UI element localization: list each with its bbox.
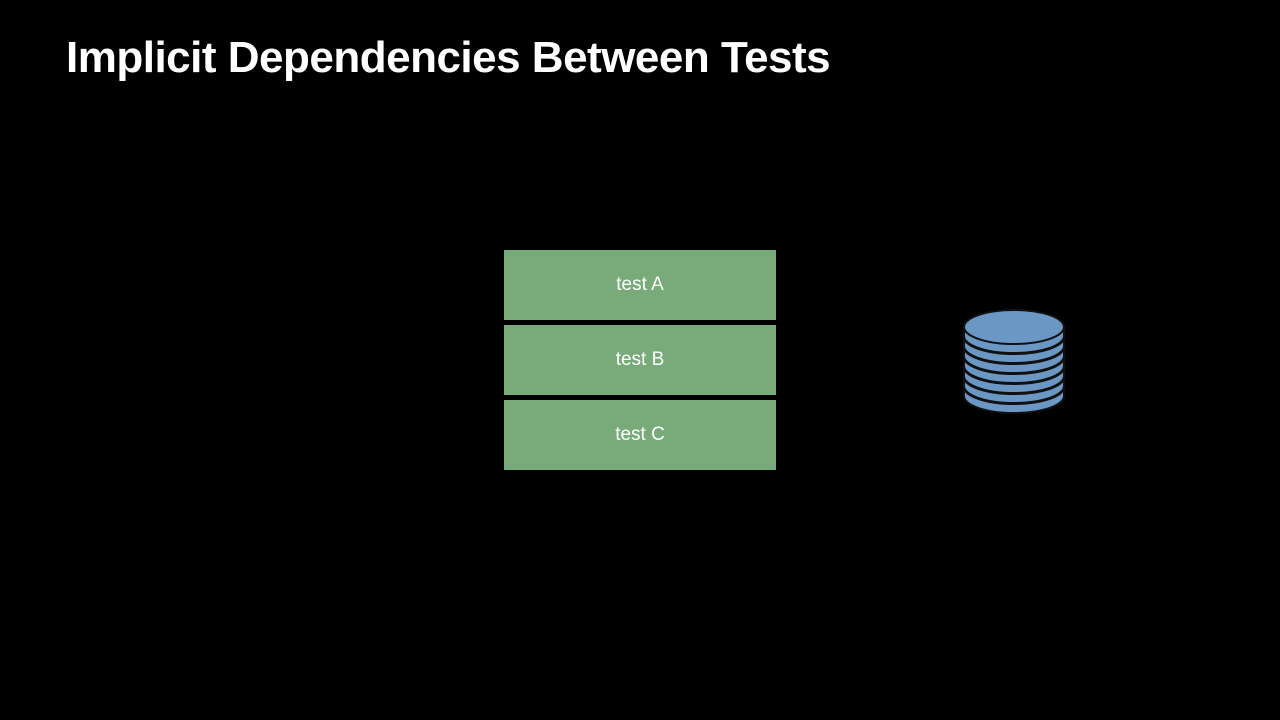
test-box-label: test C xyxy=(615,424,665,445)
database-disc-top xyxy=(963,309,1065,345)
test-box-c: test C xyxy=(504,400,776,470)
test-box-a: test A xyxy=(504,250,776,320)
database-icon xyxy=(963,309,1065,414)
test-stack: test A test B test C xyxy=(504,250,776,475)
test-box-label: test A xyxy=(616,274,664,295)
test-box-b: test B xyxy=(504,325,776,395)
test-box-label: test B xyxy=(615,349,665,370)
slide-title: Implicit Dependencies Between Tests xyxy=(66,33,831,82)
